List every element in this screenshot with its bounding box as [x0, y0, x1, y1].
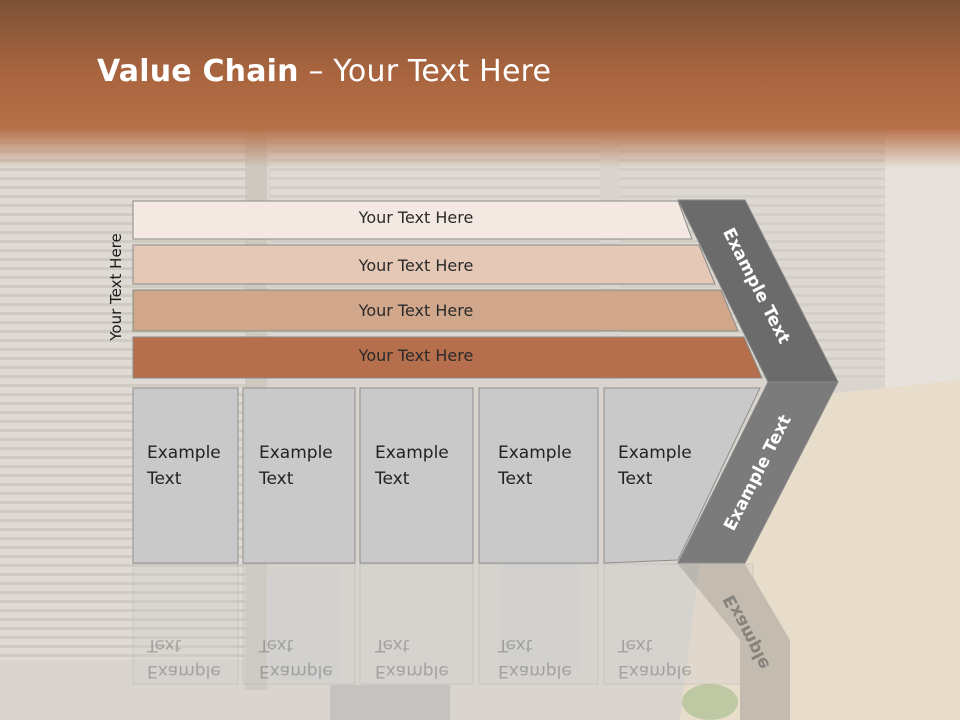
bar-3 [132, 289, 739, 332]
bar-2-label: Your Text Here [358, 256, 474, 275]
bar-1 [132, 200, 693, 240]
box-3 [359, 387, 474, 564]
vertical-label-text: Your Text Here [107, 233, 125, 341]
box-4 [478, 387, 599, 564]
bar-3-label: Your Text Here [358, 301, 474, 320]
slide-title: Value Chain – Your Text Here [97, 54, 551, 89]
bar-1-label: Your Text Here [358, 208, 474, 227]
chevron-lower [677, 381, 839, 564]
reflection-area [132, 563, 790, 720]
box-1 [132, 387, 239, 564]
bar-4 [132, 336, 763, 379]
box-5 [603, 387, 761, 564]
bar-4-label: Your Text Here [358, 346, 474, 365]
bar-2 [132, 244, 716, 285]
box-2 [242, 387, 356, 564]
title-rest: – Your Text Here [298, 54, 552, 89]
title-bold: Value Chain [97, 54, 299, 89]
